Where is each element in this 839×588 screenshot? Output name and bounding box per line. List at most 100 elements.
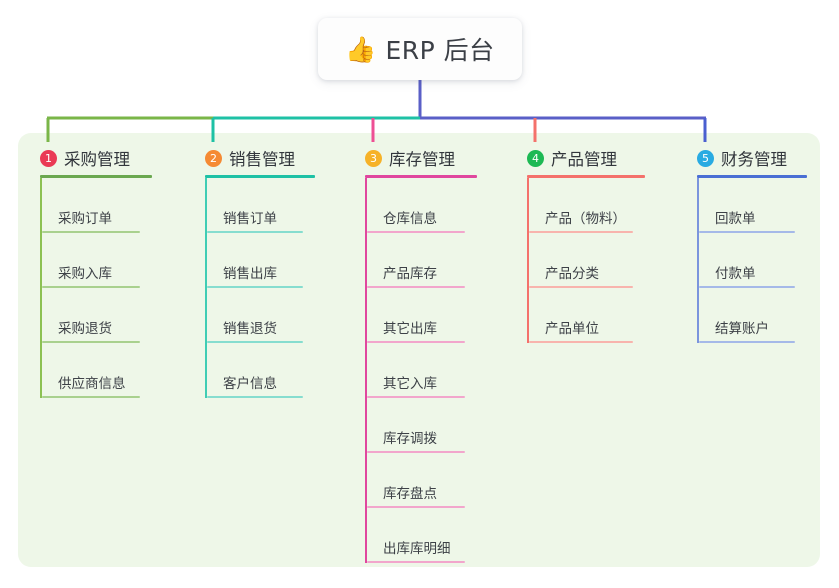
branch-header-rule [527, 175, 645, 178]
branch-item-list: 回款单付款单结算账户 [697, 178, 807, 343]
branch-item-label: 库存调拨 [383, 431, 437, 447]
branch-number-badge: 2 [205, 149, 222, 167]
branch-item-rule [42, 231, 140, 233]
branch-item[interactable]: 采购退货 [40, 288, 152, 343]
branch-item-list: 销售订单销售出库销售退货客户信息 [205, 178, 315, 398]
branch-item-rule [367, 396, 465, 398]
branch-item-rule [207, 286, 303, 288]
branch-title: 采购管理 [64, 150, 130, 169]
branch-item[interactable]: 采购订单 [40, 178, 152, 233]
branch-item[interactable]: 仓库信息 [365, 178, 477, 233]
branch-item-label: 产品（物料） [545, 211, 626, 227]
branch-title: 库存管理 [389, 150, 455, 169]
branch-item-rule [207, 396, 303, 398]
branch-header-rule [365, 175, 477, 178]
branch-item-label: 产品库存 [383, 266, 437, 282]
branch-item-rule [42, 341, 140, 343]
branch-item[interactable]: 采购入库 [40, 233, 152, 288]
branch-spine [527, 178, 529, 343]
branch-item[interactable]: 库存调拨 [365, 398, 477, 453]
branch-item-rule [699, 286, 795, 288]
branch-header-2[interactable]: 2 销售管理 [205, 146, 315, 170]
branch-item[interactable]: 客户信息 [205, 343, 315, 398]
branch-item-label: 付款单 [715, 266, 756, 282]
root-title: ERP 后台 [385, 36, 495, 65]
branch-item[interactable]: 付款单 [697, 233, 807, 288]
branch-item-rule [529, 341, 633, 343]
branch-item[interactable]: 销售退货 [205, 288, 315, 343]
branch-header-4[interactable]: 4 产品管理 [527, 146, 645, 170]
branch-item[interactable]: 产品库存 [365, 233, 477, 288]
branch-item-label: 采购订单 [58, 211, 112, 227]
branch-item-label: 产品单位 [545, 321, 599, 337]
branch-item[interactable]: 产品（物料） [527, 178, 645, 233]
branch-number-badge: 1 [40, 149, 57, 167]
branch-item[interactable]: 销售订单 [205, 178, 315, 233]
branch-item-rule [42, 396, 140, 398]
branch-item[interactable]: 产品分类 [527, 233, 645, 288]
branch-item-rule [367, 506, 465, 508]
branch-header-1[interactable]: 1 采购管理 [40, 146, 152, 170]
branch-item-rule [367, 286, 465, 288]
branch-item-list: 采购订单采购入库采购退货供应商信息 [40, 178, 152, 398]
branch-item-label: 出库库明细 [383, 541, 451, 557]
branch-item-label: 客户信息 [223, 376, 277, 392]
branch-item-label: 结算账户 [715, 321, 769, 337]
branch-item-list: 仓库信息产品库存其它出库其它入库库存调拨库存盘点出库库明细 [365, 178, 477, 563]
branch-item[interactable]: 出库库明细 [365, 508, 477, 563]
branch-item[interactable]: 其它入库 [365, 343, 477, 398]
branch-item-label: 销售退货 [223, 321, 277, 337]
branch-item-label: 采购入库 [58, 266, 112, 282]
branch-item-rule [699, 231, 795, 233]
thumbs-up-icon: 👍 [345, 34, 377, 64]
branch-item[interactable]: 库存盘点 [365, 453, 477, 508]
branch-column-3: 3 库存管理仓库信息产品库存其它出库其它入库库存调拨库存盘点出库库明细 [365, 146, 477, 563]
branch-item-label: 其它入库 [383, 376, 437, 392]
branch-item-rule [529, 231, 633, 233]
branch-item-rule [207, 341, 303, 343]
branch-number-badge: 4 [527, 149, 544, 167]
root-node[interactable]: 👍 ERP 后台 [318, 18, 522, 80]
branch-item-rule [42, 286, 140, 288]
branch-item[interactable]: 结算账户 [697, 288, 807, 343]
branch-item-list: 产品（物料） 产品分类产品单位 [527, 178, 645, 343]
branch-item-rule [367, 231, 465, 233]
branch-item-rule [367, 341, 465, 343]
branch-item[interactable]: 回款单 [697, 178, 807, 233]
branch-item[interactable]: 产品单位 [527, 288, 645, 343]
branch-item-rule [207, 231, 303, 233]
branch-item[interactable]: 销售出库 [205, 233, 315, 288]
branch-item-label: 回款单 [715, 211, 756, 227]
branch-header-rule [205, 175, 315, 178]
branch-number-badge: 3 [365, 149, 382, 167]
branch-spine [205, 178, 207, 398]
branch-item-label: 其它出库 [383, 321, 437, 337]
branch-item-rule [529, 286, 633, 288]
branch-item-label: 仓库信息 [383, 211, 437, 227]
branch-spine [697, 178, 699, 343]
branch-item-rule [367, 451, 465, 453]
branch-column-2: 2 销售管理销售订单销售出库销售退货客户信息 [205, 146, 315, 398]
branch-item-label: 库存盘点 [383, 486, 437, 502]
branch-item-label: 采购退货 [58, 321, 112, 337]
branch-title: 产品管理 [551, 150, 617, 169]
branch-item-rule [699, 341, 795, 343]
branch-item[interactable]: 供应商信息 [40, 343, 152, 398]
branch-item-label: 销售订单 [223, 211, 277, 227]
branch-title: 财务管理 [721, 150, 787, 169]
branch-title: 销售管理 [229, 150, 295, 169]
branch-header-rule [40, 175, 152, 178]
branch-header-rule [697, 175, 807, 178]
diagram-panel [18, 133, 820, 567]
branch-column-1: 1 采购管理采购订单采购入库采购退货供应商信息 [40, 146, 152, 398]
branch-item-label: 供应商信息 [58, 376, 126, 392]
branch-spine [365, 178, 367, 563]
branch-header-3[interactable]: 3 库存管理 [365, 146, 477, 170]
branch-item-label: 销售出库 [223, 266, 277, 282]
branch-item-rule [367, 561, 465, 563]
branch-item[interactable]: 其它出库 [365, 288, 477, 343]
branch-column-4: 4 产品管理产品（物料） 产品分类产品单位 [527, 146, 645, 343]
